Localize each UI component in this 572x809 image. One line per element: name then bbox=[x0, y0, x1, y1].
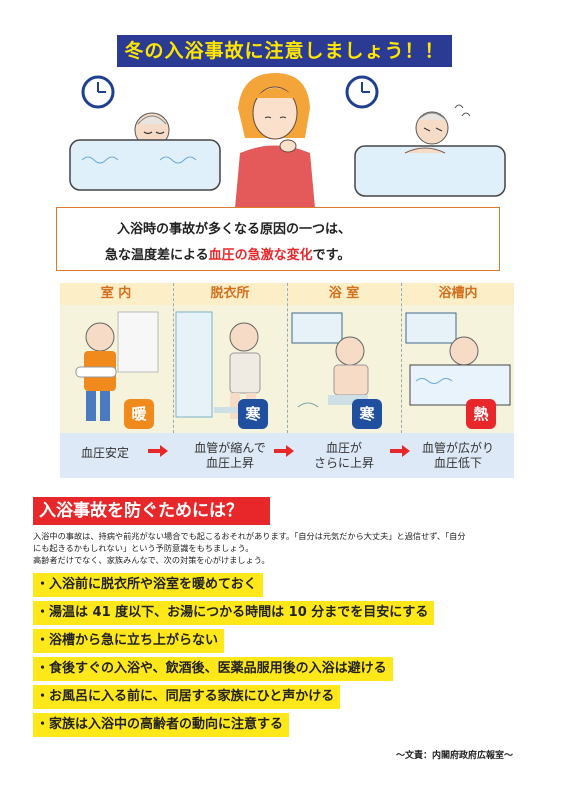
hero-illustration bbox=[69, 73, 506, 208]
caption-bathroom-line-1: 血圧が bbox=[325, 441, 362, 455]
elder-distressed-bath bbox=[354, 104, 506, 197]
prevention-body-line-3: 高齢者だけでなく、家族みんなで、次の対策を心がけましょう。 bbox=[33, 555, 270, 565]
prevention-body: 入浴中の事故は、持病や前兆がない場合でも起こるおそれがあります。「自分は元気だか… bbox=[33, 530, 543, 566]
temperature-panels: 室 内 脱衣所 浴 室 浴槽内 暖 寒 寒 熱 血圧安定 bbox=[60, 283, 514, 478]
prevention-point-6: ・家族は入浴中の高齢者の動向に注意する bbox=[33, 713, 290, 737]
caption-bathroom-line-2: さらに上昇 bbox=[313, 456, 374, 470]
credit-line: ～文責：内閣府政府広報室～ bbox=[396, 751, 514, 761]
caption-dressing-line-1: 血管が縮んで bbox=[194, 441, 266, 455]
scene-dressing bbox=[175, 311, 261, 419]
badge-cold-bathroom: 寒 bbox=[352, 399, 382, 429]
cause-highlight: 血圧の急激な変化 bbox=[208, 248, 313, 263]
badge-warm: 暖 bbox=[124, 399, 154, 429]
scene-tub bbox=[405, 312, 511, 406]
scene-bathroom bbox=[291, 312, 379, 412]
page-title: 冬の入浴事故に注意しましょう！！ bbox=[117, 35, 452, 67]
caption-dressing-line-2: 血圧上昇 bbox=[205, 456, 254, 470]
cause-line-1: 入浴時の事故が多くなる原因の一つは、 bbox=[117, 222, 352, 237]
caption-tub-line-1: 血管が広がり bbox=[421, 441, 494, 455]
caption-bathroom: 血圧が さらに上昇 bbox=[292, 441, 396, 471]
arrow-right-icon bbox=[390, 445, 410, 457]
prevention-point-1: ・入浴前に脱衣所や浴室を暖めておく bbox=[33, 573, 263, 597]
arrow-right-icon bbox=[148, 445, 168, 457]
caption-room: 血圧安定 bbox=[70, 446, 140, 461]
cause-line-2-pre: 急な温度差による bbox=[105, 248, 209, 263]
scene-room bbox=[75, 311, 159, 421]
panel-heading-bathroom: 浴 室 bbox=[288, 283, 400, 305]
prevention-point-3: ・浴槽から急に立ち上がらない bbox=[33, 629, 225, 653]
panel-heading-dressing: 脱衣所 bbox=[174, 283, 286, 305]
caption-room-line-1: 血圧安定 bbox=[80, 446, 129, 460]
badge-hot: 熱 bbox=[466, 399, 496, 429]
cause-box: 入浴時の事故が多くなる原因の一つは、 急な温度差による血圧の急激な変化です。 bbox=[56, 207, 500, 271]
prevention-heading: 入浴事故を防ぐためには？ bbox=[33, 497, 270, 525]
prevention-point-5: ・お風呂に入る前に、同居する家族にひと声かける bbox=[33, 685, 341, 709]
prevention-body-line-1: 入浴中の事故は、持病や前兆がない場合でも起こるおそれがあります。「自分は元気だか… bbox=[33, 531, 466, 541]
arrow-right-icon bbox=[274, 445, 294, 457]
elder-relaxed-bath bbox=[69, 112, 221, 191]
prevention-point-2: ・湯温は 41 度以下、お湯につかる時間は 10 分までを目安にする bbox=[33, 601, 435, 625]
caption-tub: 血管が広がり 血圧低下 bbox=[404, 441, 512, 471]
caption-tub-line-2: 血圧低下 bbox=[433, 456, 482, 470]
prevention-body-line-2: にも起きるかもしれない」という予防意識をもちましょう。 bbox=[33, 543, 254, 553]
clock-icon-right bbox=[345, 75, 379, 109]
cause-line-2: 急な温度差による血圧の急激な変化です。 bbox=[105, 244, 350, 263]
clock-icon-left bbox=[81, 75, 115, 109]
badge-cold-dressing: 寒 bbox=[238, 399, 268, 429]
prevention-point-4: ・食後すぐの入浴や、飲酒後、医薬品服用後の入浴は避ける bbox=[33, 657, 393, 681]
caption-dressing: 血管が縮んで 血圧上昇 bbox=[176, 441, 284, 471]
panel-heading-tub: 浴槽内 bbox=[402, 283, 514, 305]
worried-woman bbox=[235, 73, 315, 208]
panel-heading-room: 室 内 bbox=[60, 283, 172, 305]
cause-line-2-post: です。 bbox=[312, 248, 351, 263]
